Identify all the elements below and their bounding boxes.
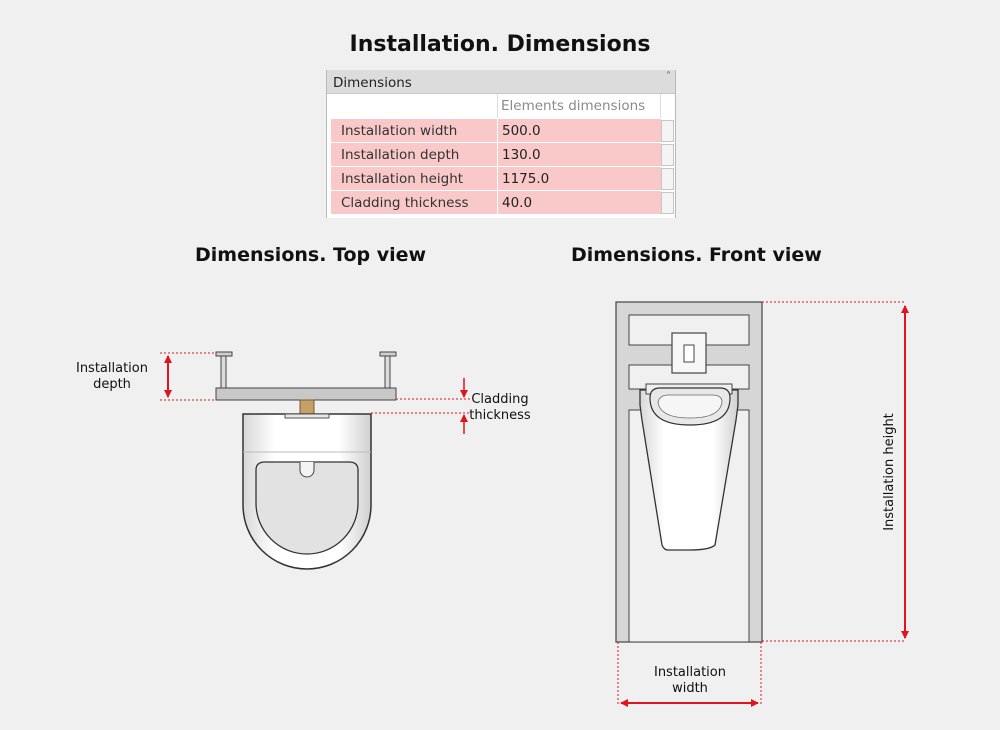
width-label: Installation width	[653, 665, 726, 696]
front-view-drawing	[615, 301, 909, 707]
frame-pin-right	[379, 351, 397, 389]
row-edit-button[interactable]	[661, 192, 674, 214]
row-separator	[497, 119, 498, 143]
property-row-installation-width[interactable]: Installation width 500.0	[331, 119, 661, 143]
row-edit-button[interactable]	[661, 168, 674, 190]
cladding-label: Cladding thickness	[469, 392, 531, 423]
row-separator	[497, 167, 498, 191]
panel-header-label: Dimensions	[333, 75, 412, 91]
row-separator	[497, 143, 498, 167]
frame-pin-left	[215, 351, 233, 389]
property-label: Cladding thickness	[341, 195, 469, 211]
property-value[interactable]: 1175.0	[502, 171, 550, 187]
top-view-drawing	[160, 351, 470, 570]
toilet-bowl	[255, 461, 359, 555]
panel-header[interactable]: Dimensions ˄	[327, 70, 675, 94]
row-edit-button[interactable]	[661, 144, 674, 166]
property-value[interactable]: 130.0	[502, 147, 541, 163]
depth-label: Installation depth	[75, 361, 148, 392]
column-header-label: Elements dimensions	[501, 98, 646, 114]
row-edit-button[interactable]	[661, 120, 674, 142]
row-separator	[497, 191, 498, 215]
property-label: Installation width	[341, 123, 458, 139]
property-row-cladding-thickness[interactable]: Cladding thickness 40.0	[331, 191, 661, 215]
property-label: Installation depth	[341, 147, 460, 163]
front-view-title: Dimensions. Front view	[571, 244, 822, 266]
property-label: Installation height	[341, 171, 464, 187]
column-separator	[497, 94, 498, 118]
property-value[interactable]: 40.0	[502, 195, 533, 211]
dimensions-panel: Dimensions ˄ Elements dimensions Install…	[326, 70, 676, 218]
column-header: Elements dimensions	[327, 94, 675, 118]
toilet-front	[639, 389, 739, 551]
top-view-title: Dimensions. Top view	[195, 244, 427, 266]
page-title: Installation. Dimensions	[349, 32, 651, 57]
property-row-installation-height[interactable]: Installation height 1175.0	[331, 167, 661, 191]
property-row-installation-depth[interactable]: Installation depth 130.0	[331, 143, 661, 167]
column-separator	[660, 94, 661, 118]
frame-bar	[215, 387, 397, 401]
collapse-icon[interactable]: ˄	[666, 71, 671, 82]
property-value[interactable]: 500.0	[502, 123, 541, 139]
